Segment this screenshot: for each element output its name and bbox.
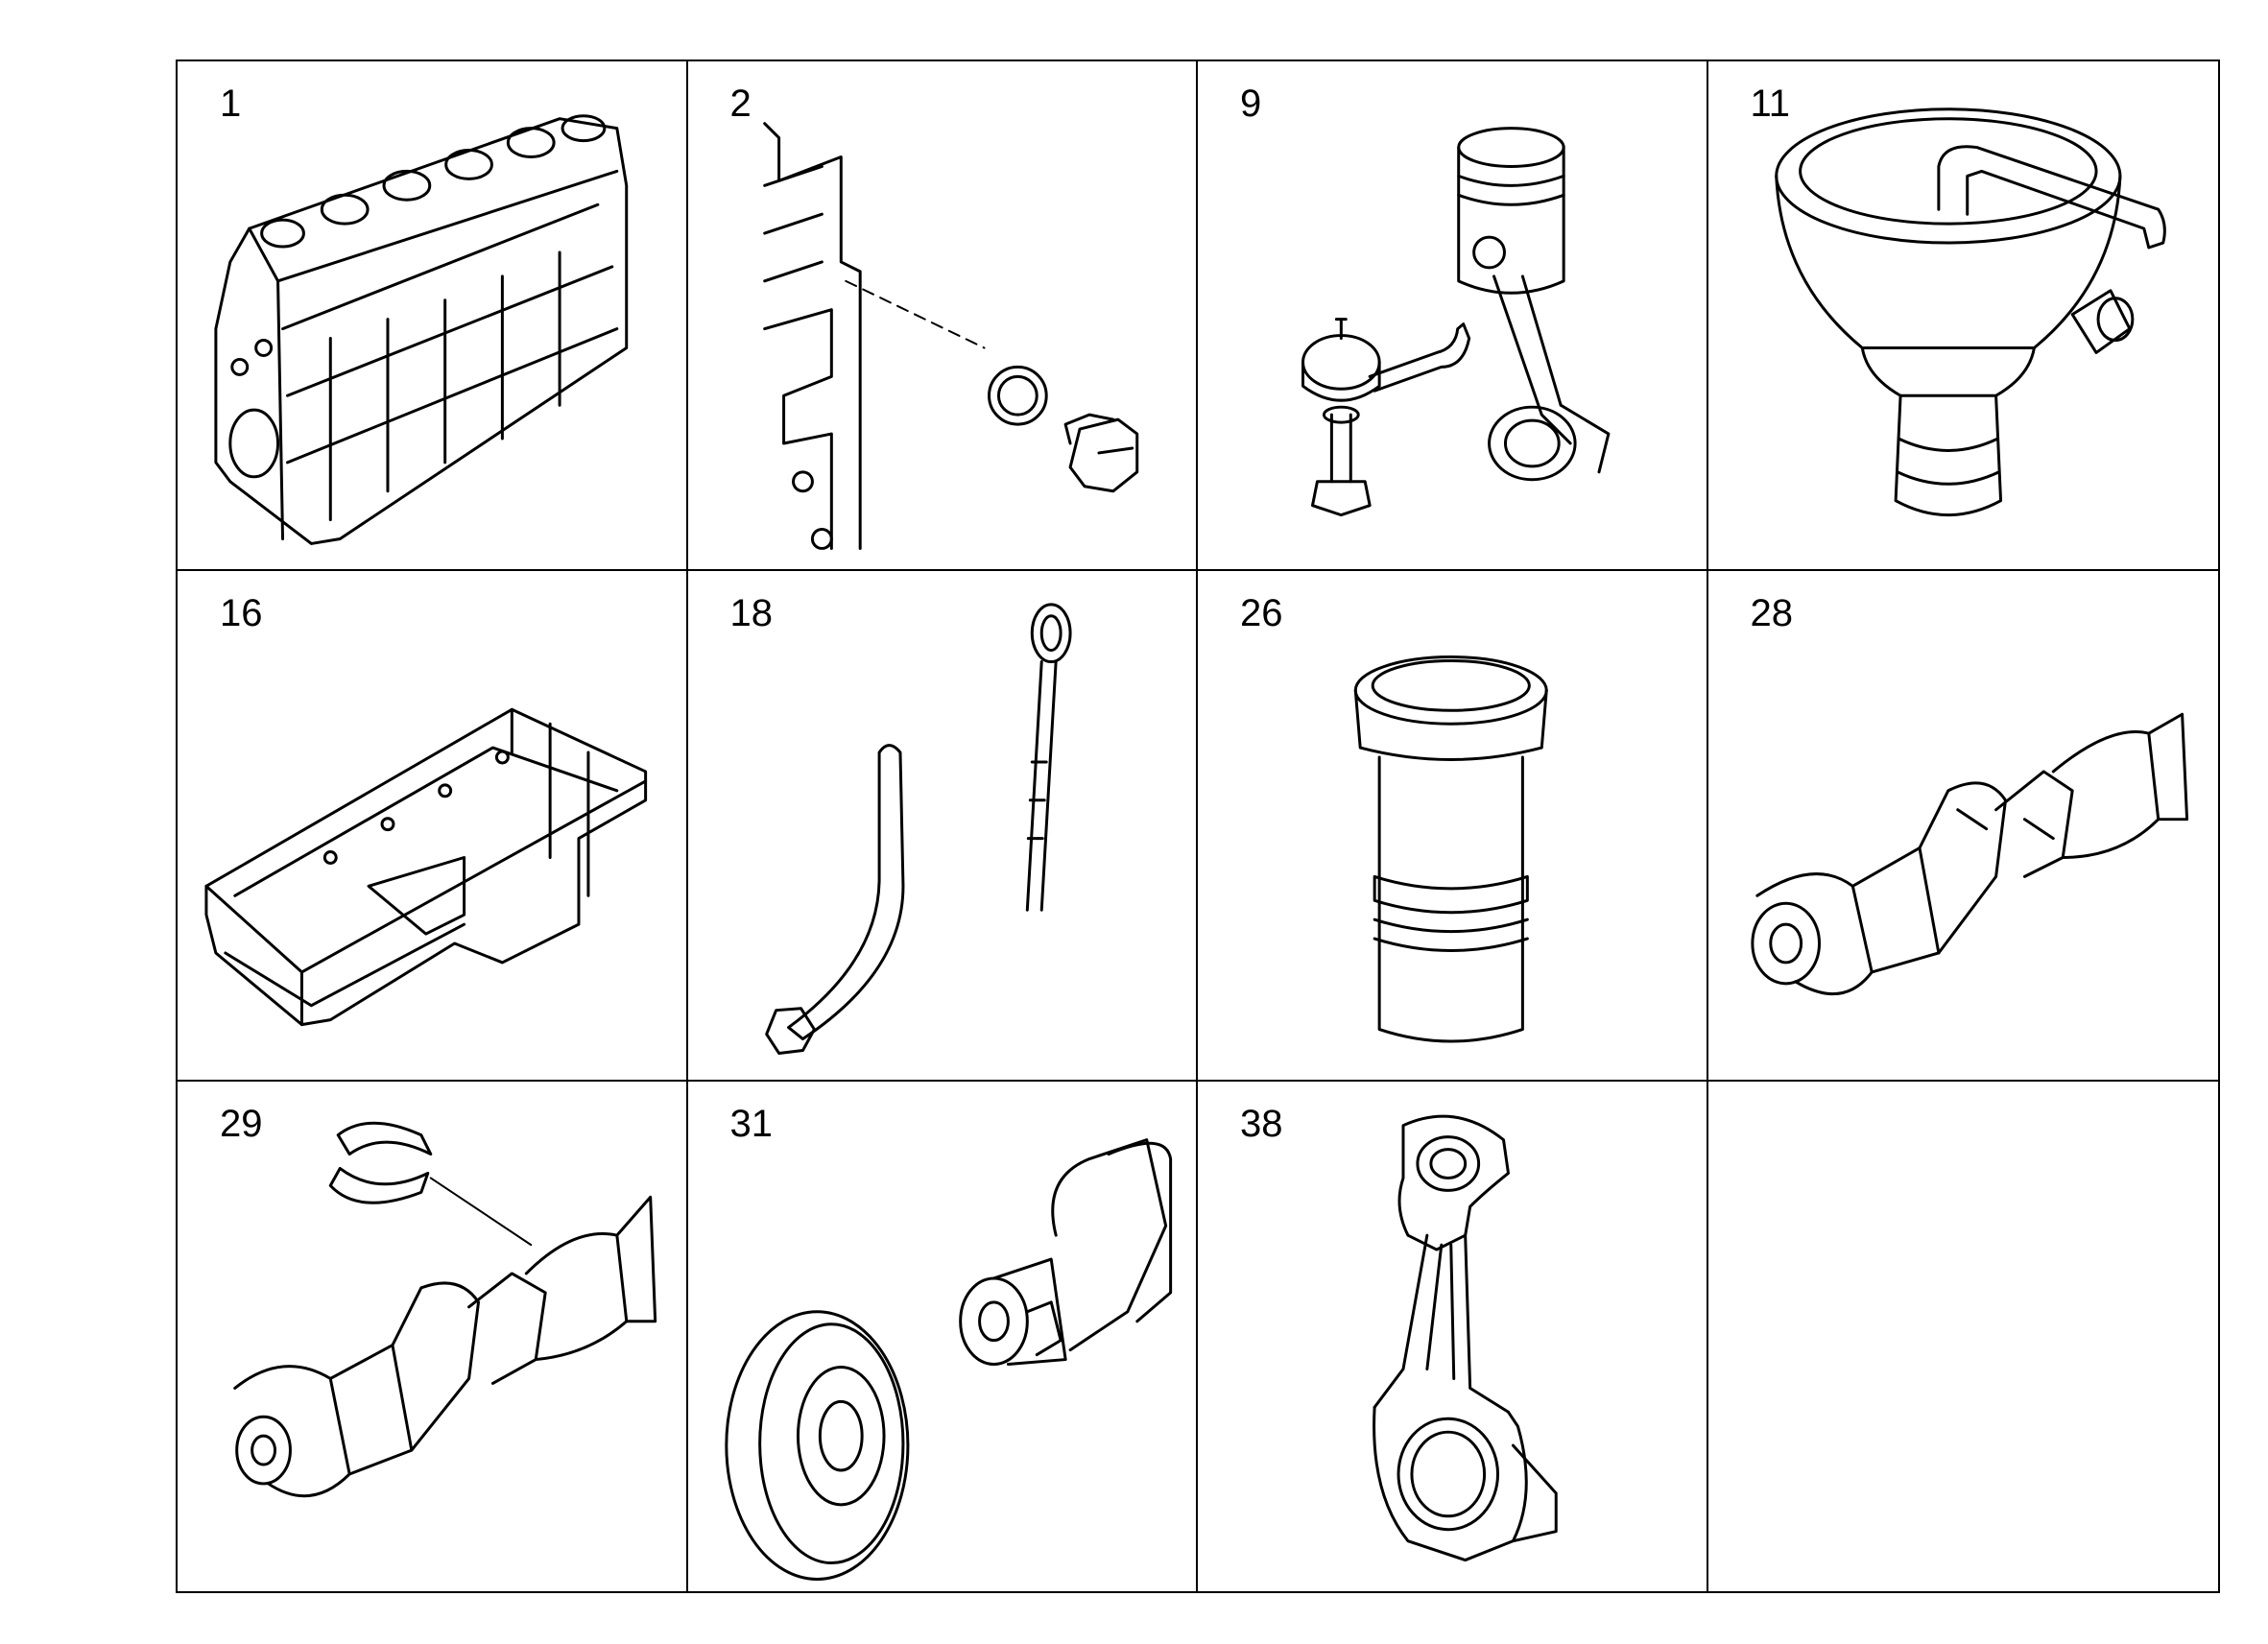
part-cell-28[interactable]: 28 bbox=[1707, 571, 2218, 1082]
part-cell-1[interactable]: 1 bbox=[178, 61, 688, 572]
part-cell-18[interactable]: 18 bbox=[687, 571, 1198, 1082]
empty-cell bbox=[1708, 1082, 2219, 1591]
part-cell-11[interactable]: 11 bbox=[1707, 61, 2218, 572]
connecting-rod-icon bbox=[1373, 1114, 1558, 1561]
part-number-label: 31 bbox=[729, 1102, 774, 1145]
oil-sump-icon bbox=[204, 708, 648, 1027]
part-number-label: 1 bbox=[220, 83, 242, 125]
piston-cooling-nozzle-icon bbox=[1301, 127, 1611, 517]
main-bearing-shells-icon bbox=[233, 1121, 657, 1497]
vibration-damper-icon bbox=[724, 1137, 1172, 1581]
engine-block-icon bbox=[214, 114, 629, 545]
part-number-label: 28 bbox=[1750, 592, 1794, 635]
part-number-label: 16 bbox=[220, 592, 263, 635]
part-cell-26[interactable]: 26 bbox=[1198, 571, 1708, 1082]
part-number-label: 29 bbox=[220, 1102, 263, 1145]
crankshaft-icon bbox=[1750, 713, 2188, 996]
dipstick-tube-icon bbox=[764, 603, 1072, 1056]
part-cell-16[interactable]: 16 bbox=[178, 571, 688, 1082]
drain-plug-seal-icon bbox=[762, 122, 1138, 550]
part-number-label: 38 bbox=[1240, 1102, 1283, 1145]
part-number-label: 2 bbox=[729, 83, 752, 125]
oil-filler-breather-icon bbox=[1774, 107, 2166, 516]
part-number-label: 11 bbox=[1750, 83, 1791, 125]
cylinder-liner-icon bbox=[1353, 655, 1548, 1043]
part-cell-2[interactable]: 2 bbox=[687, 61, 1198, 572]
part-number-label: 9 bbox=[1240, 83, 1262, 125]
parts-grid: 1 2 bbox=[176, 60, 2220, 1593]
part-cell-29[interactable]: 29 bbox=[178, 1081, 688, 1591]
part-number-label: 18 bbox=[729, 592, 774, 635]
part-cell-31[interactable]: 31 bbox=[688, 1081, 1198, 1591]
part-cell-9[interactable]: 9 bbox=[1198, 61, 1708, 572]
part-number-label: 26 bbox=[1240, 592, 1283, 635]
part-cell-38[interactable]: 38 bbox=[1198, 1081, 1708, 1591]
